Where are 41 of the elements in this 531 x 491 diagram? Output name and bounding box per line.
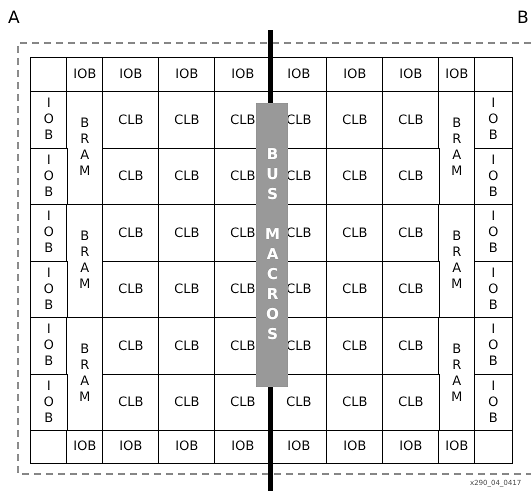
grid-cell: IOB [30,317,68,375]
bus-macro-bar: BUS MACROS [256,103,288,387]
grid-cell: IOB [30,91,68,149]
grid-cell: IOB [102,57,160,92]
grid-cell: IOB [438,430,476,464]
grid-cell: IOB [326,57,384,92]
grid-cell: IOB [474,374,512,432]
grid-cell: CLB [102,204,160,262]
grid-cell: IOB [474,260,512,318]
grid-cell: CLB [382,91,440,149]
grid-cell: IOB [270,430,328,464]
grid-cell: IOB [158,57,216,92]
grid-cell: IOB [102,430,160,464]
grid-cell: IOB [474,204,512,262]
grid-cell: IOB [326,430,384,464]
grid-cell: CLB [158,204,216,262]
grid-cell: CLB [382,204,440,262]
grid-cell: IOB [382,430,440,464]
grid-cell: IOB [474,91,512,149]
grid-cell: IOB [30,148,68,206]
grid-cell: CLB [102,317,160,375]
panel-letter: B [517,8,529,28]
grid-cell: CLB [382,317,440,375]
grid-cell: CLB [382,374,440,432]
grid-cell: IOB [30,374,68,432]
grid-cell: IOB [474,148,512,206]
grid-cell: IOB [30,204,68,262]
grid-cell: IOB [382,57,440,92]
grid-cell: CLB [382,260,440,318]
grid-cell: CLB [382,148,440,206]
grid-cell: CLB [326,317,384,375]
grid-cell: IOB [474,317,512,375]
panel-letter: A [8,8,20,28]
grid-cell: CLB [326,91,384,149]
grid-cell: CLB [326,204,384,262]
grid-cell: IOB [30,260,68,318]
grid-cell: CLB [158,317,216,375]
grid-cell: IOB [158,430,216,464]
grid-cell: CLB [102,91,160,149]
grid-cell: IOB [66,430,104,464]
grid-cell: CLB [158,91,216,149]
